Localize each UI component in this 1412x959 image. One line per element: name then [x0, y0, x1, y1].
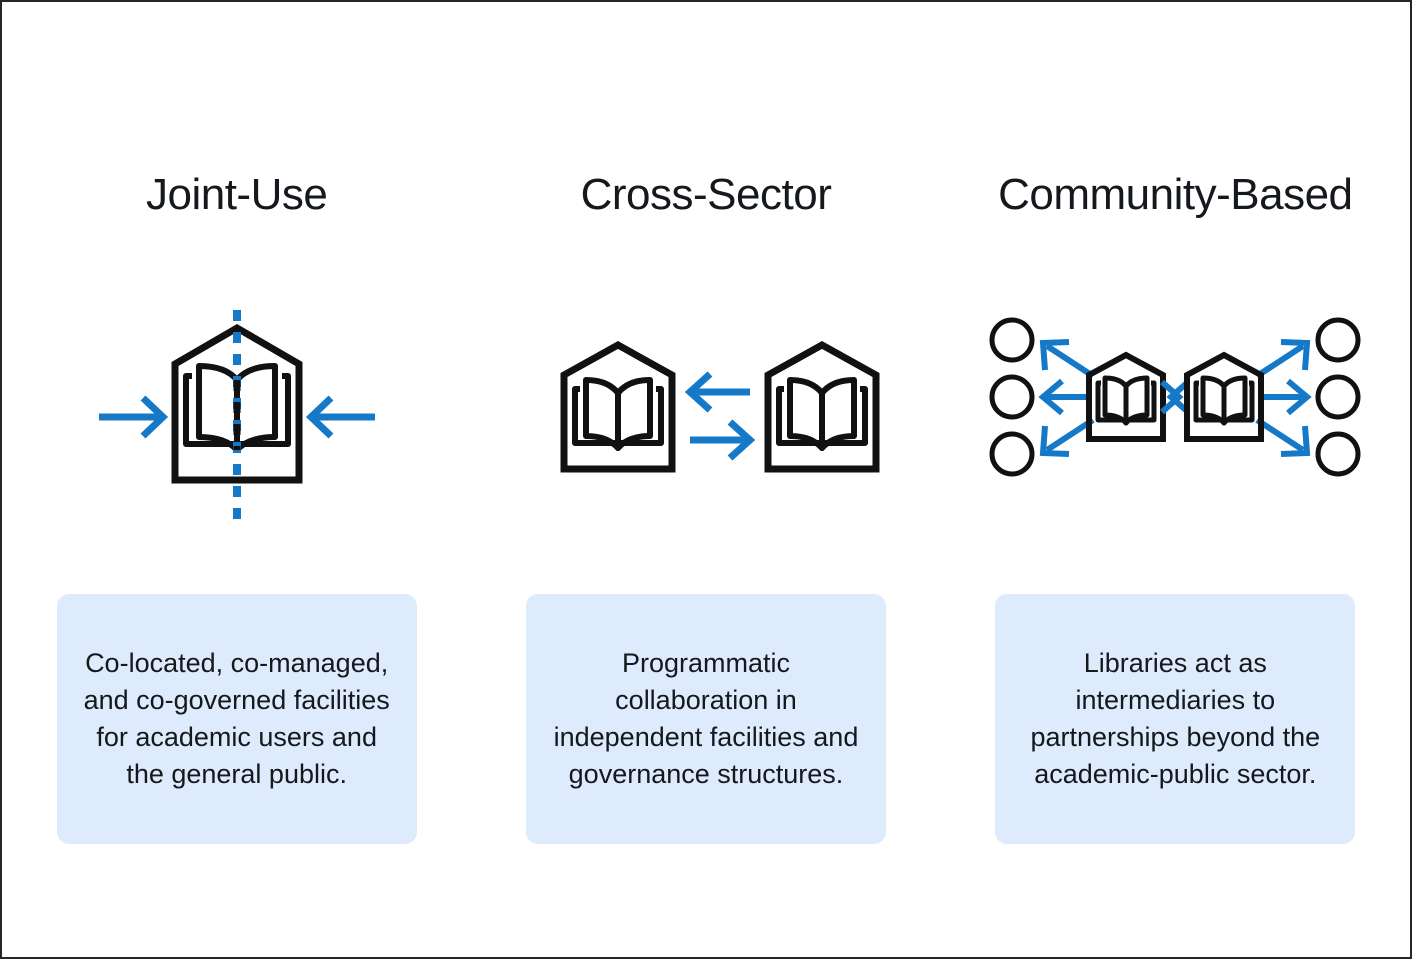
caption-text-joint-use: Co-located, co-managed, and co-governed … [83, 647, 390, 790]
library-building-right [1184, 351, 1265, 442]
column-cross-sector: Cross-Sector [471, 2, 940, 957]
community-node-circles-right [1315, 317, 1361, 477]
column-community-based: Community-Based [941, 2, 1410, 957]
icon-two-libraries-exchange-icon [471, 292, 940, 542]
arrow-right-inward [305, 395, 375, 439]
caption-text-cross-sector: Programmatic collaboration in independen… [553, 647, 859, 790]
arrow-left-inward [98, 395, 168, 439]
library-building-right [764, 340, 880, 473]
library-building [171, 323, 303, 484]
icon-libraries-community-network-icon [941, 292, 1410, 542]
column-joint-use: Joint-Use [2, 2, 471, 957]
community-node-circle [1315, 374, 1361, 420]
community-node-circle [989, 431, 1035, 477]
open-book-right [1193, 375, 1255, 426]
double-headed-arrow [1160, 379, 1191, 415]
caption-box-joint-use: Co-located, co-managed, and co-governed … [56, 594, 417, 844]
community-node-circle [989, 374, 1035, 420]
icon-single-library-split-icon [2, 292, 471, 542]
open-book-right [775, 377, 868, 451]
radiating-arrows-left [1038, 339, 1095, 457]
arrow-pointing-right [689, 419, 756, 461]
radiating-arrows-right [1255, 339, 1312, 457]
open-book [182, 363, 291, 453]
community-node-circle [1315, 431, 1361, 477]
caption-box-cross-sector: Programmatic collaboration in independen… [525, 594, 886, 844]
column-title-joint-use: Joint-Use [145, 170, 328, 219]
community-node-circles-left [989, 317, 1035, 477]
community-node-circle [1315, 317, 1361, 363]
caption-text-community-based: Libraries act as intermediaries to partn… [1030, 647, 1321, 790]
open-book-left [571, 377, 664, 451]
library-building-left [560, 340, 676, 473]
community-node-circle [989, 317, 1035, 363]
library-building-left [1086, 351, 1167, 442]
open-book-left [1095, 375, 1157, 426]
column-title-cross-sector: Cross-Sector [580, 170, 832, 219]
caption-box-community-based: Libraries act as intermediaries to partn… [995, 594, 1356, 844]
arrow-pointing-left [684, 371, 750, 413]
column-title-community-based: Community-Based [998, 170, 1353, 219]
